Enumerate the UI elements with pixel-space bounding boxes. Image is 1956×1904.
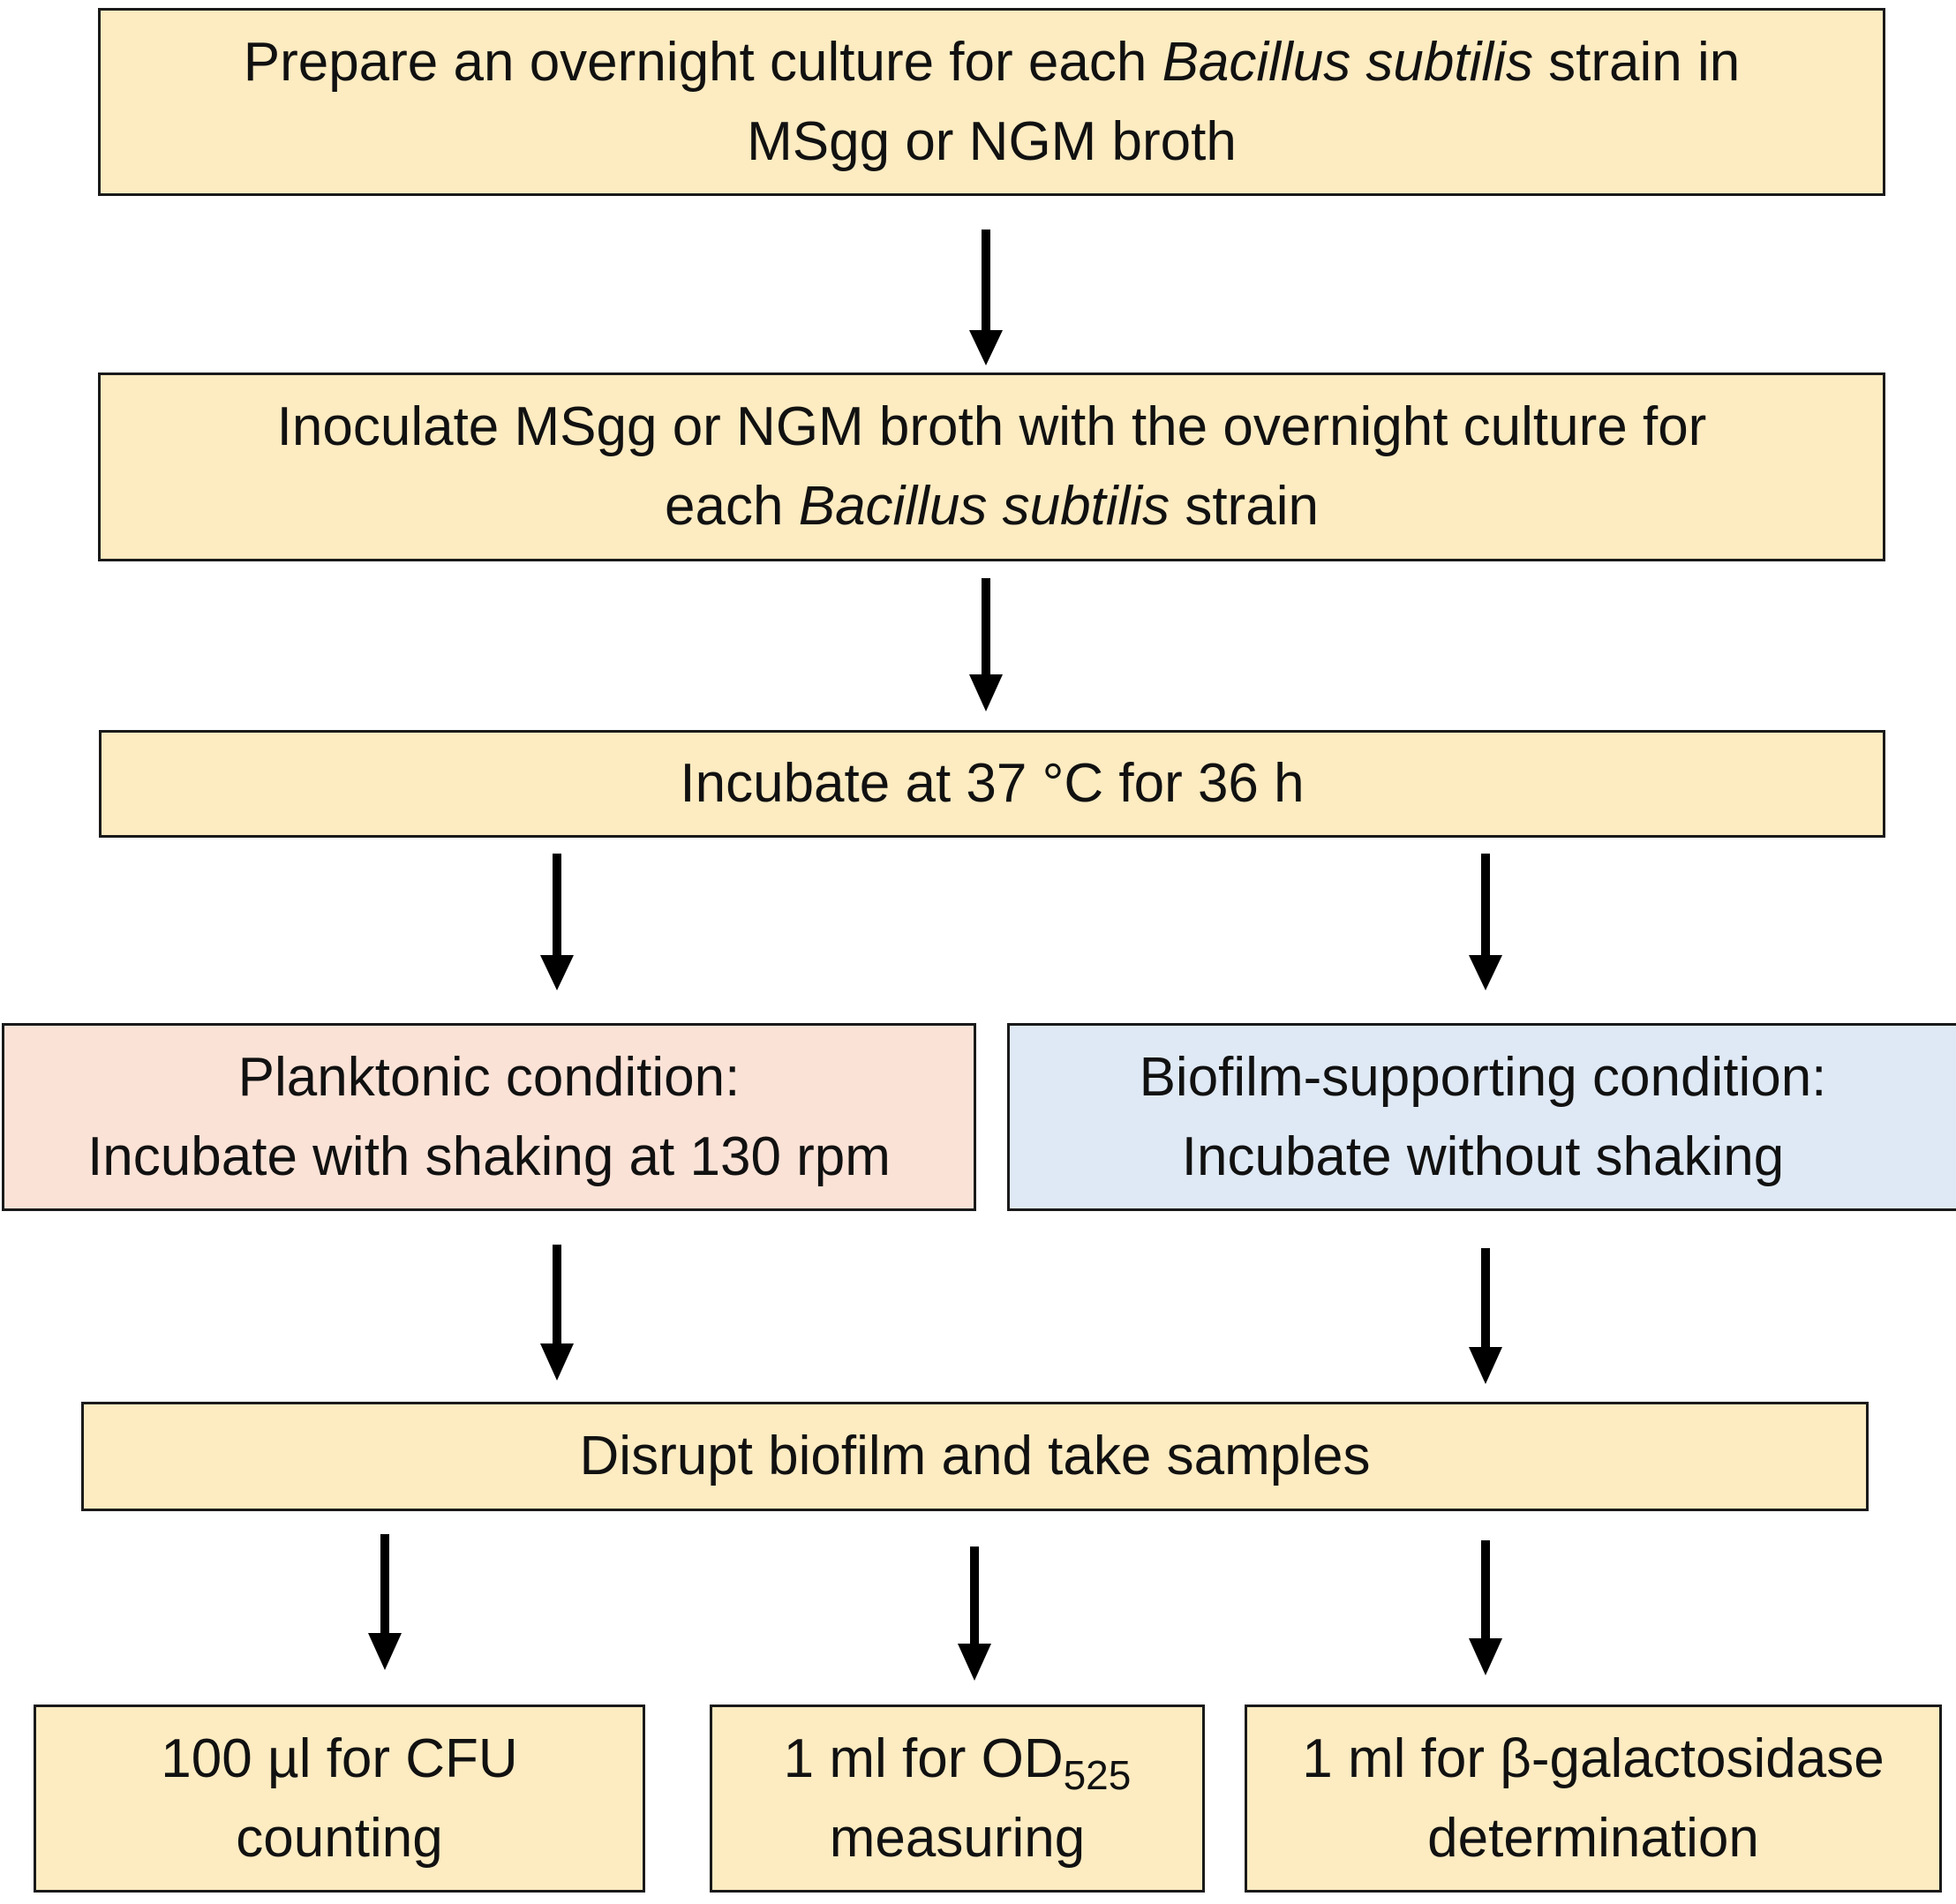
arrow-planktonic-to-disrupt <box>540 1245 574 1381</box>
od-label-text: 1 ml for OD <box>783 1727 1064 1789</box>
step-prepare-line-1: Prepare an overnight culture for each Ba… <box>244 23 1741 102</box>
step-prepare-text-a: Prepare an overnight culture for each <box>243 31 1162 93</box>
step-disrupt-biofilm: Disrupt biofilm and take samples <box>81 1402 1869 1511</box>
cfu-line-2: counting <box>236 1807 443 1869</box>
step-inoculate-text-a: each <box>665 476 799 537</box>
cfu-counting-box: 100 µl for CFU counting <box>34 1705 645 1893</box>
step-incubate-line-1: Incubate at 37 °C for 36 h <box>680 753 1305 814</box>
step-incubate-37c: Incubate at 37 °C for 36 h <box>99 730 1885 838</box>
biofilm-line-1: Biofilm-supporting condition: <box>1139 1046 1827 1108</box>
cfu-line-1: 100 µl for CFU <box>161 1727 518 1789</box>
arrow-inoculate-to-incubate <box>969 578 1003 711</box>
od-line-2: measuring <box>829 1807 1086 1869</box>
step-prepare-line-2: MSgg or NGM broth <box>747 110 1237 172</box>
arrow-disrupt-to-od <box>958 1547 991 1681</box>
step-inoculate-line-2: each Bacillus subtilis strain <box>665 467 1319 546</box>
planktonic-line-1: Planktonic condition: <box>237 1046 741 1108</box>
od-wavelength-subscript: 525 <box>1063 1751 1132 1798</box>
galactosidase-line-1: 1 ml for β-galactosidase <box>1302 1727 1885 1789</box>
arrow-prepare-to-inoculate <box>969 230 1003 365</box>
od-measuring-box: 1 ml for OD525 measuring <box>710 1705 1205 1893</box>
arrow-incubate-to-biofilm <box>1469 854 1502 990</box>
biofilm-condition-box: Biofilm-supporting condition: Incubate w… <box>1007 1023 1956 1211</box>
planktonic-line-2: Incubate with shaking at 130 rpm <box>87 1125 891 1187</box>
arrow-biofilm-to-disrupt <box>1469 1248 1502 1384</box>
galactosidase-box: 1 ml for β-galactosidase determination <box>1245 1705 1942 1893</box>
step-prepare-species: Bacillus subtilis <box>1162 31 1533 93</box>
arrow-incubate-to-planktonic <box>540 854 574 990</box>
biofilm-line-2: Incubate without shaking <box>1181 1125 1785 1187</box>
galactosidase-line-2: determination <box>1427 1807 1759 1869</box>
step-prepare-text-b: strain in <box>1532 31 1741 93</box>
planktonic-condition-box: Planktonic condition: Incubate with shak… <box>2 1023 976 1211</box>
od-line-1: 1 ml for OD525 <box>784 1720 1132 1799</box>
step-inoculate-text-b: strain <box>1170 476 1319 537</box>
arrow-disrupt-to-galactosidase <box>1469 1540 1502 1675</box>
step-inoculate-line-1: Inoculate MSgg or NGM broth with the ove… <box>276 396 1707 457</box>
step-prepare-culture: Prepare an overnight culture for each Ba… <box>98 8 1885 196</box>
step-inoculate-broth: Inoculate MSgg or NGM broth with the ove… <box>98 373 1885 561</box>
step-disrupt-line-1: Disrupt biofilm and take samples <box>579 1426 1371 1486</box>
arrow-disrupt-to-cfu <box>368 1534 402 1670</box>
step-inoculate-species: Bacillus subtilis <box>798 476 1170 537</box>
